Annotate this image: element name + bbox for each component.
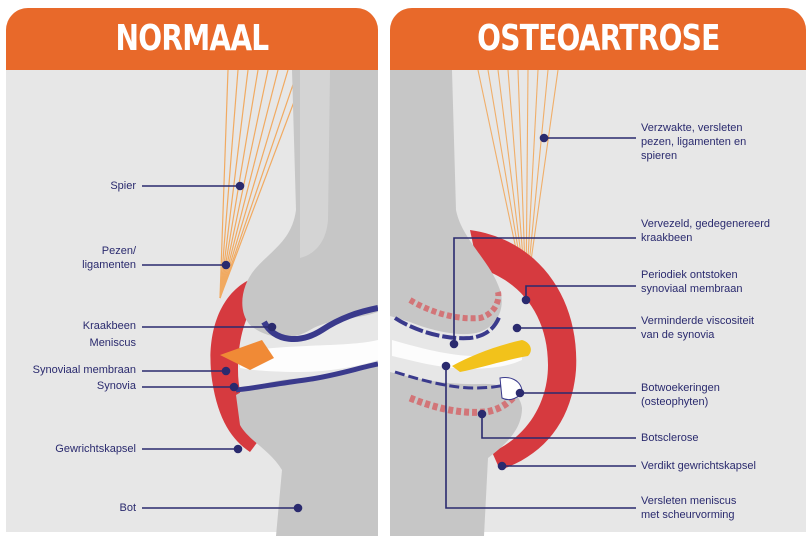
normal-knee (210, 70, 378, 536)
label-synovia: Synovia (40, 380, 136, 393)
label-verdikt-gewrichtskapsel: Verdikt gewrichtskapsel (641, 460, 806, 473)
label-synoviaal-membraan: Synoviaal membraan (6, 364, 136, 377)
label-kraakbeen: Kraakbeen (40, 320, 136, 333)
label-ligamenten: ligamenten (40, 259, 136, 272)
oa-femur (390, 70, 502, 334)
label-verminderde-line1: Verminderde viscositeit (641, 315, 806, 328)
normal-tibia (236, 366, 378, 536)
label-versleten-line1: Versleten meniscus (641, 495, 806, 508)
label-vervezeld-line2: kraakbeen (641, 232, 806, 245)
label-verzwakte-line1: Verzwakte, versleten (641, 122, 806, 135)
label-bot: Bot (40, 502, 136, 515)
label-meniscus: Meniscus (40, 337, 136, 350)
label-botwoekeringen-line1: Botwoekeringen (641, 382, 806, 395)
label-gewrichtskapsel: Gewrichtskapsel (20, 443, 136, 456)
label-periodiek-line1: Periodiek ontstoken (641, 269, 806, 282)
label-botsclerose: Botsclerose (641, 432, 806, 445)
label-periodiek-line2: synoviaal membraan (641, 283, 806, 296)
label-vervezeld-line1: Vervezeld, gedegenereerd (641, 218, 806, 231)
label-verzwakte-line3: spieren (641, 150, 806, 163)
label-botwoekeringen-line2: (osteophyten) (641, 396, 806, 409)
label-pezen: Pezen/ (40, 245, 136, 258)
label-versleten-line2: met scheurvorming (641, 509, 806, 522)
label-verminderde-line2: van de synovia (641, 329, 806, 342)
label-verzwakte-line2: pezen, ligamenten en (641, 136, 806, 149)
label-spier: Spier (40, 180, 136, 193)
